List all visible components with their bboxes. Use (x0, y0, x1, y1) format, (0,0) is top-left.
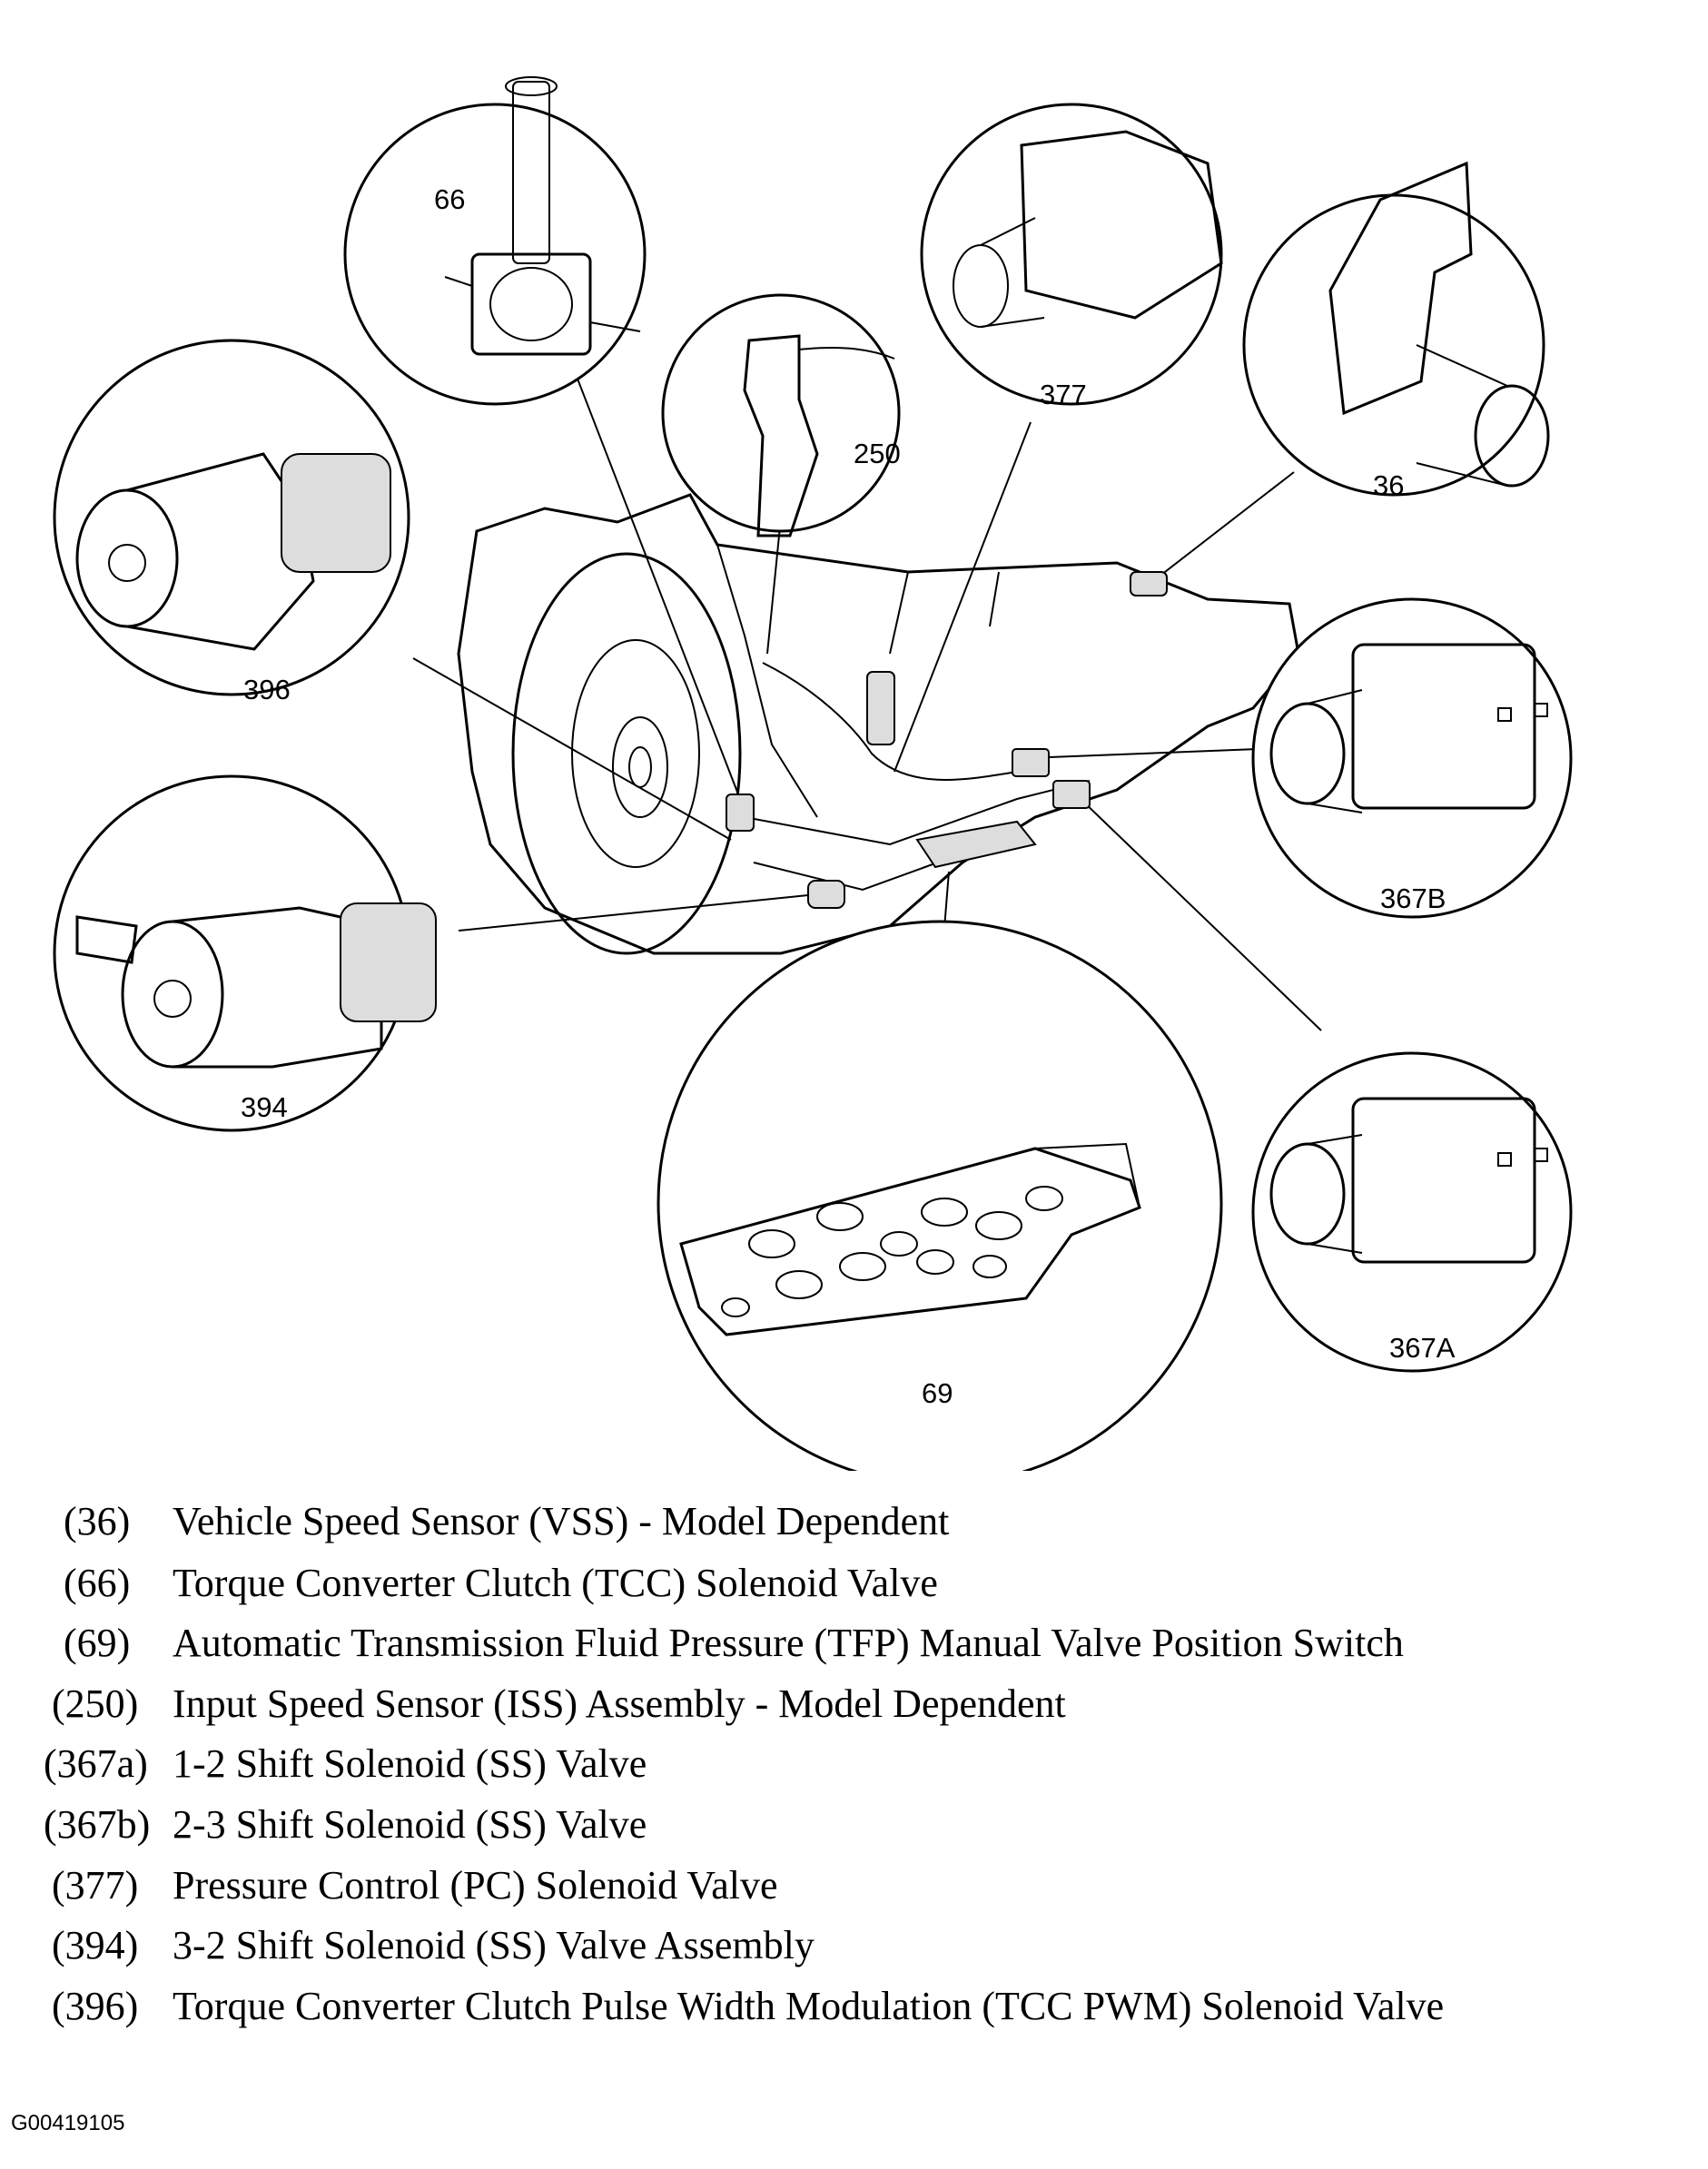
detail-circle-367A: 367A (1251, 1051, 1573, 1373)
detail-circle-367B: 367B (1251, 597, 1573, 919)
legend-desc: Input Speed Sensor (ISS) Assembly - Mode… (173, 1681, 1066, 1726)
callout-367B: 367B (1380, 882, 1446, 914)
callout-36: 36 (1373, 469, 1404, 501)
callout-367A: 367A (1389, 1332, 1456, 1364)
legend-ref: (394) (52, 1923, 139, 1967)
legend-ref: (66) (64, 1561, 131, 1605)
legend-ref: (367b) (44, 1802, 151, 1847)
detail-circle-377: 377 (920, 103, 1223, 410)
callout-69: 69 (922, 1377, 953, 1409)
legend-ref: (396) (52, 1984, 139, 2028)
callout-394: 394 (241, 1091, 288, 1123)
legend-desc: Pressure Control (PC) Solenoid Valve (173, 1863, 778, 1908)
legend-ref: (36) (64, 1499, 131, 1543)
legend-desc: 3-2 Shift Solenoid (SS) Valve Assembly (173, 1923, 815, 1967)
figure-id: G00419105 (11, 2111, 125, 2135)
legend-ref: (250) (52, 1681, 139, 1726)
callout-377: 377 (1040, 379, 1087, 410)
detail-circle-396: 396 (53, 339, 410, 705)
legend-ref: (377) (52, 1863, 139, 1908)
callout-250: 250 (854, 438, 901, 469)
legend-desc: 1-2 Shift Solenoid (SS) Valve (173, 1741, 647, 1786)
transmission-assembly (457, 493, 1300, 955)
legend-desc: Torque Converter Clutch Pulse Width Modu… (173, 1984, 1445, 2028)
callout-66: 66 (434, 183, 465, 215)
legend-ref: (367a) (44, 1741, 148, 1786)
legend-desc: Automatic Transmission Fluid Pressure (T… (173, 1621, 1404, 1665)
legend-desc: 2-3 Shift Solenoid (SS) Valve (173, 1802, 647, 1847)
callout-396: 396 (243, 674, 291, 705)
detail-circle-69: 69 (657, 920, 1223, 1471)
detail-circle-36: 36 (1242, 161, 1550, 501)
detail-circle-66: 66 (343, 76, 647, 406)
transmission-component-diagram: 66 250 377 36 396 36 (53, 76, 1573, 1471)
detail-circle-250: 250 (661, 293, 901, 537)
detail-circle-394: 394 (53, 774, 437, 1132)
legend-desc: Torque Converter Clutch (TCC) Solenoid V… (173, 1561, 938, 1605)
legend-desc: Vehicle Speed Sensor (VSS) - Model Depen… (173, 1499, 950, 1543)
legend-ref: (69) (64, 1621, 131, 1665)
